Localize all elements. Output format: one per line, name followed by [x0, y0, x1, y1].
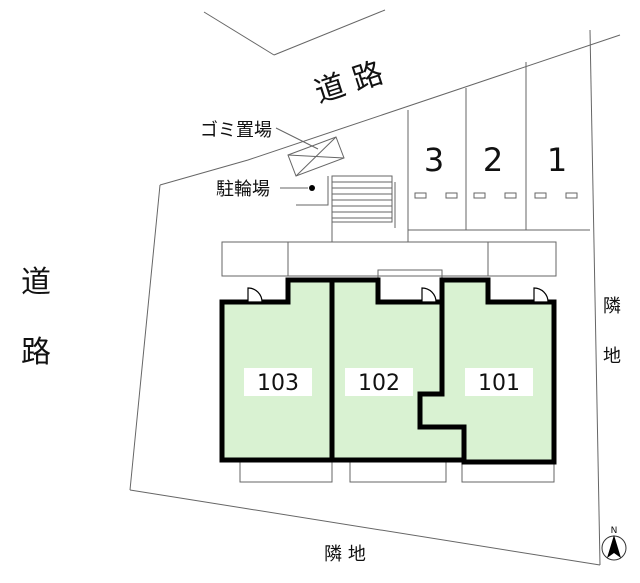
road-left-label-1: 道 [21, 265, 51, 300]
door-symbols [247, 287, 549, 303]
wheel-stops [414, 192, 578, 199]
unit-102-label: 102 [358, 371, 400, 396]
bicycle-parking-label: 駐輪場 [216, 179, 270, 200]
road-top-label: 道 路 [311, 56, 388, 111]
svg-text:N: N [611, 526, 618, 536]
garbage-area: ゴミ置場 [200, 120, 345, 177]
site-boundary [129, 9, 621, 566]
unit-101-label: 101 [478, 371, 520, 396]
front-area [221, 241, 557, 301]
parking-space-1-label: 1 [547, 141, 567, 179]
bicycle-parking: 駐輪場 [216, 176, 329, 206]
neighbor-bottom-label: 隣 地 [324, 544, 366, 565]
rear-balconies [239, 461, 555, 483]
neighbor-right-label-1: 隣 [603, 296, 621, 317]
parking-area: 3 2 1 [394, 62, 590, 231]
parking-space-3-label: 3 [424, 141, 444, 179]
units: 103 102 101 [219, 277, 557, 465]
unit-103-label: 103 [257, 371, 299, 396]
parking-space-2-label: 2 [483, 141, 503, 179]
north-arrow-icon: N [601, 526, 627, 561]
stairs [331, 175, 409, 242]
garbage-area-label: ゴミ置場 [200, 120, 272, 141]
road-left-label-2: 路 [21, 335, 51, 370]
neighbor-right-label-2: 地 [603, 346, 621, 367]
